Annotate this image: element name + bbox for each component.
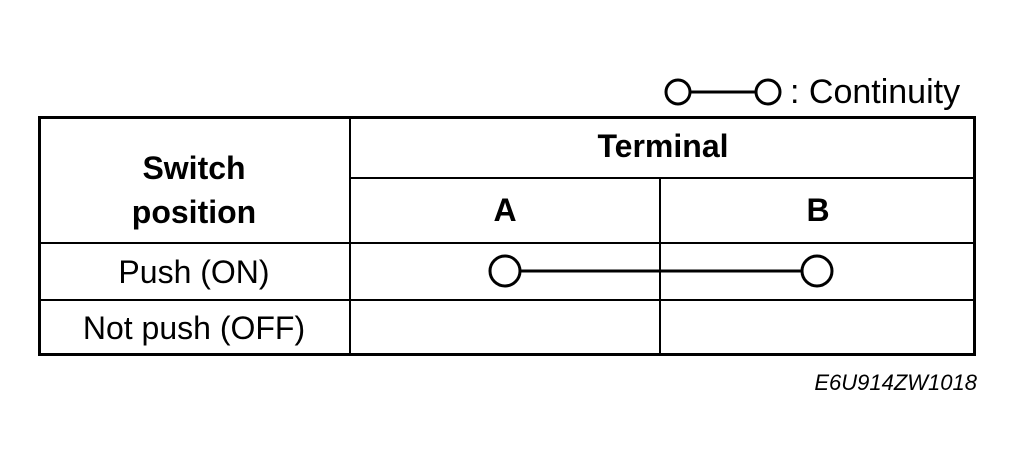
header-terminal: Terminal bbox=[597, 128, 729, 164]
legend-label: : Continuity bbox=[790, 73, 961, 111]
header-terminal-b: B bbox=[806, 192, 830, 228]
terminal-b-dot-icon bbox=[800, 254, 834, 288]
continuity-legend: : Continuity bbox=[660, 72, 960, 112]
figure-code: E6U914ZW1018 bbox=[814, 370, 977, 395]
row-push-on-label: Push (ON) bbox=[118, 254, 270, 290]
continuity-table: Switch position Terminal A B Push (ON) N… bbox=[38, 116, 976, 356]
continuity-connection-a-b bbox=[488, 254, 834, 288]
header-switch-position: Switch position bbox=[38, 146, 350, 234]
terminal-a-dot-icon bbox=[488, 254, 522, 288]
header-terminal-a: A bbox=[493, 192, 517, 228]
header-switch-position-label: Switch position bbox=[131, 150, 257, 230]
continuity-symbol-icon bbox=[664, 78, 782, 106]
table-grid bbox=[38, 116, 976, 356]
row-not-push-off-label: Not push (OFF) bbox=[82, 310, 306, 346]
